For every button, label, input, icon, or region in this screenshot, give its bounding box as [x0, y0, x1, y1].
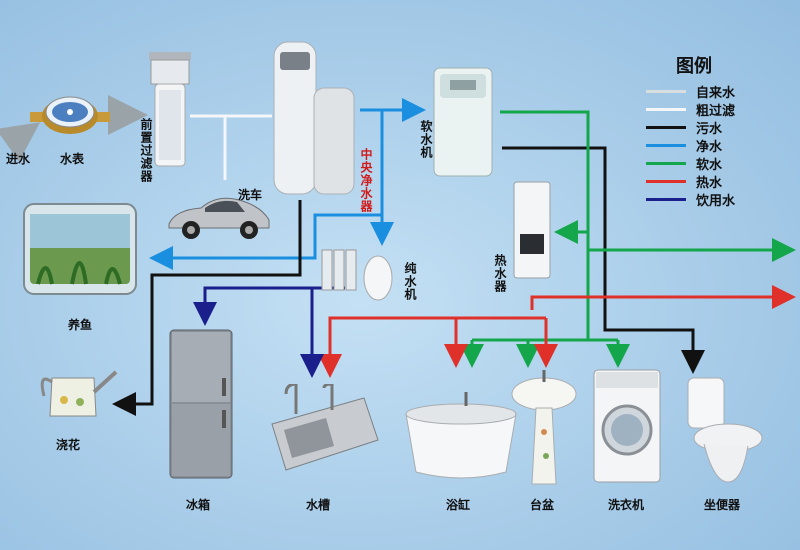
legend-label: 软水 — [696, 157, 723, 173]
watering-can-icon — [40, 370, 118, 417]
fridge-icon — [169, 329, 233, 479]
label-softener: 软水机 — [419, 120, 433, 159]
pipe-sewage-toilet — [502, 146, 705, 374]
pipe-hot-sink — [318, 316, 456, 378]
label-washer: 洗衣机 — [608, 498, 645, 512]
legend-label: 粗过滤 — [696, 103, 736, 119]
legend-title: 图例 — [676, 56, 712, 77]
pipe-drink-main — [193, 286, 345, 326]
legend-swatch-drinking — [646, 197, 686, 201]
legend-item: 污水 — [646, 118, 735, 137]
legend-item: 软水 — [646, 154, 735, 173]
label-heater: 热水器 — [493, 254, 507, 293]
legend-swatch-sewage — [646, 125, 686, 129]
legend-swatch-tap — [646, 89, 686, 93]
legend-swatch-purified — [646, 143, 686, 147]
pipe-purified-aquarium — [149, 213, 382, 270]
label-central-purifier: 中央净水器 — [359, 148, 373, 213]
legend: 自来水 粗过滤 污水 净水 软水 热水 饮用水 — [646, 82, 736, 209]
label-watering: 浇花 — [56, 438, 81, 452]
water-heater-icon — [513, 181, 551, 279]
pre-filter-icon — [149, 52, 191, 167]
kitchen-sink-icon — [271, 384, 379, 471]
legend-label: 净水 — [696, 139, 723, 155]
pipe-inlet — [0, 122, 41, 162]
water-softener-icon — [433, 67, 493, 177]
legend-label: 自来水 — [696, 85, 736, 101]
pipe-hot-right — [530, 285, 796, 310]
legend-label: 污水 — [696, 121, 723, 137]
bathtub-icon — [405, 392, 517, 479]
legend-swatch-coarse — [646, 107, 686, 111]
toilet-icon — [687, 377, 763, 483]
label-car-wash: 洗车 — [238, 188, 263, 202]
label-aquarium: 养鱼 — [68, 318, 93, 332]
legend-label: 热水 — [696, 175, 723, 191]
label-toilet: 坐便器 — [704, 498, 741, 512]
legend-item: 粗过滤 — [646, 100, 736, 119]
label-basin: 台盆 — [530, 498, 555, 512]
label-fridge: 冰箱 — [186, 498, 211, 512]
label-pre-filter: 前置过滤器 — [139, 118, 153, 183]
label-bathtub: 浴缸 — [446, 498, 471, 512]
legend-label: 饮用水 — [696, 193, 736, 209]
label-pure-water: 纯水机 — [403, 262, 417, 301]
pure-water-machine-icon — [321, 249, 393, 301]
pipe-soft-main — [500, 110, 590, 340]
car-icon — [168, 197, 270, 239]
basin-icon — [511, 370, 577, 485]
legend-item: 净水 — [646, 136, 735, 155]
label-meter: 水表 — [60, 152, 85, 166]
legend-item: 自来水 — [646, 82, 736, 101]
central-purifier-icon — [273, 41, 355, 195]
label-inlet: 进水 — [6, 152, 31, 166]
washing-machine-icon — [593, 369, 661, 483]
legend-swatch-soft — [646, 161, 686, 165]
legend-item: 热水 — [646, 172, 735, 191]
legend-item: 饮用水 — [646, 190, 736, 209]
pipe-sewage-left — [112, 200, 302, 416]
water-meter-icon — [30, 96, 110, 134]
legend-swatch-hot — [646, 179, 686, 183]
label-sink: 水槽 — [306, 498, 331, 512]
aquarium-icon — [23, 203, 137, 295]
